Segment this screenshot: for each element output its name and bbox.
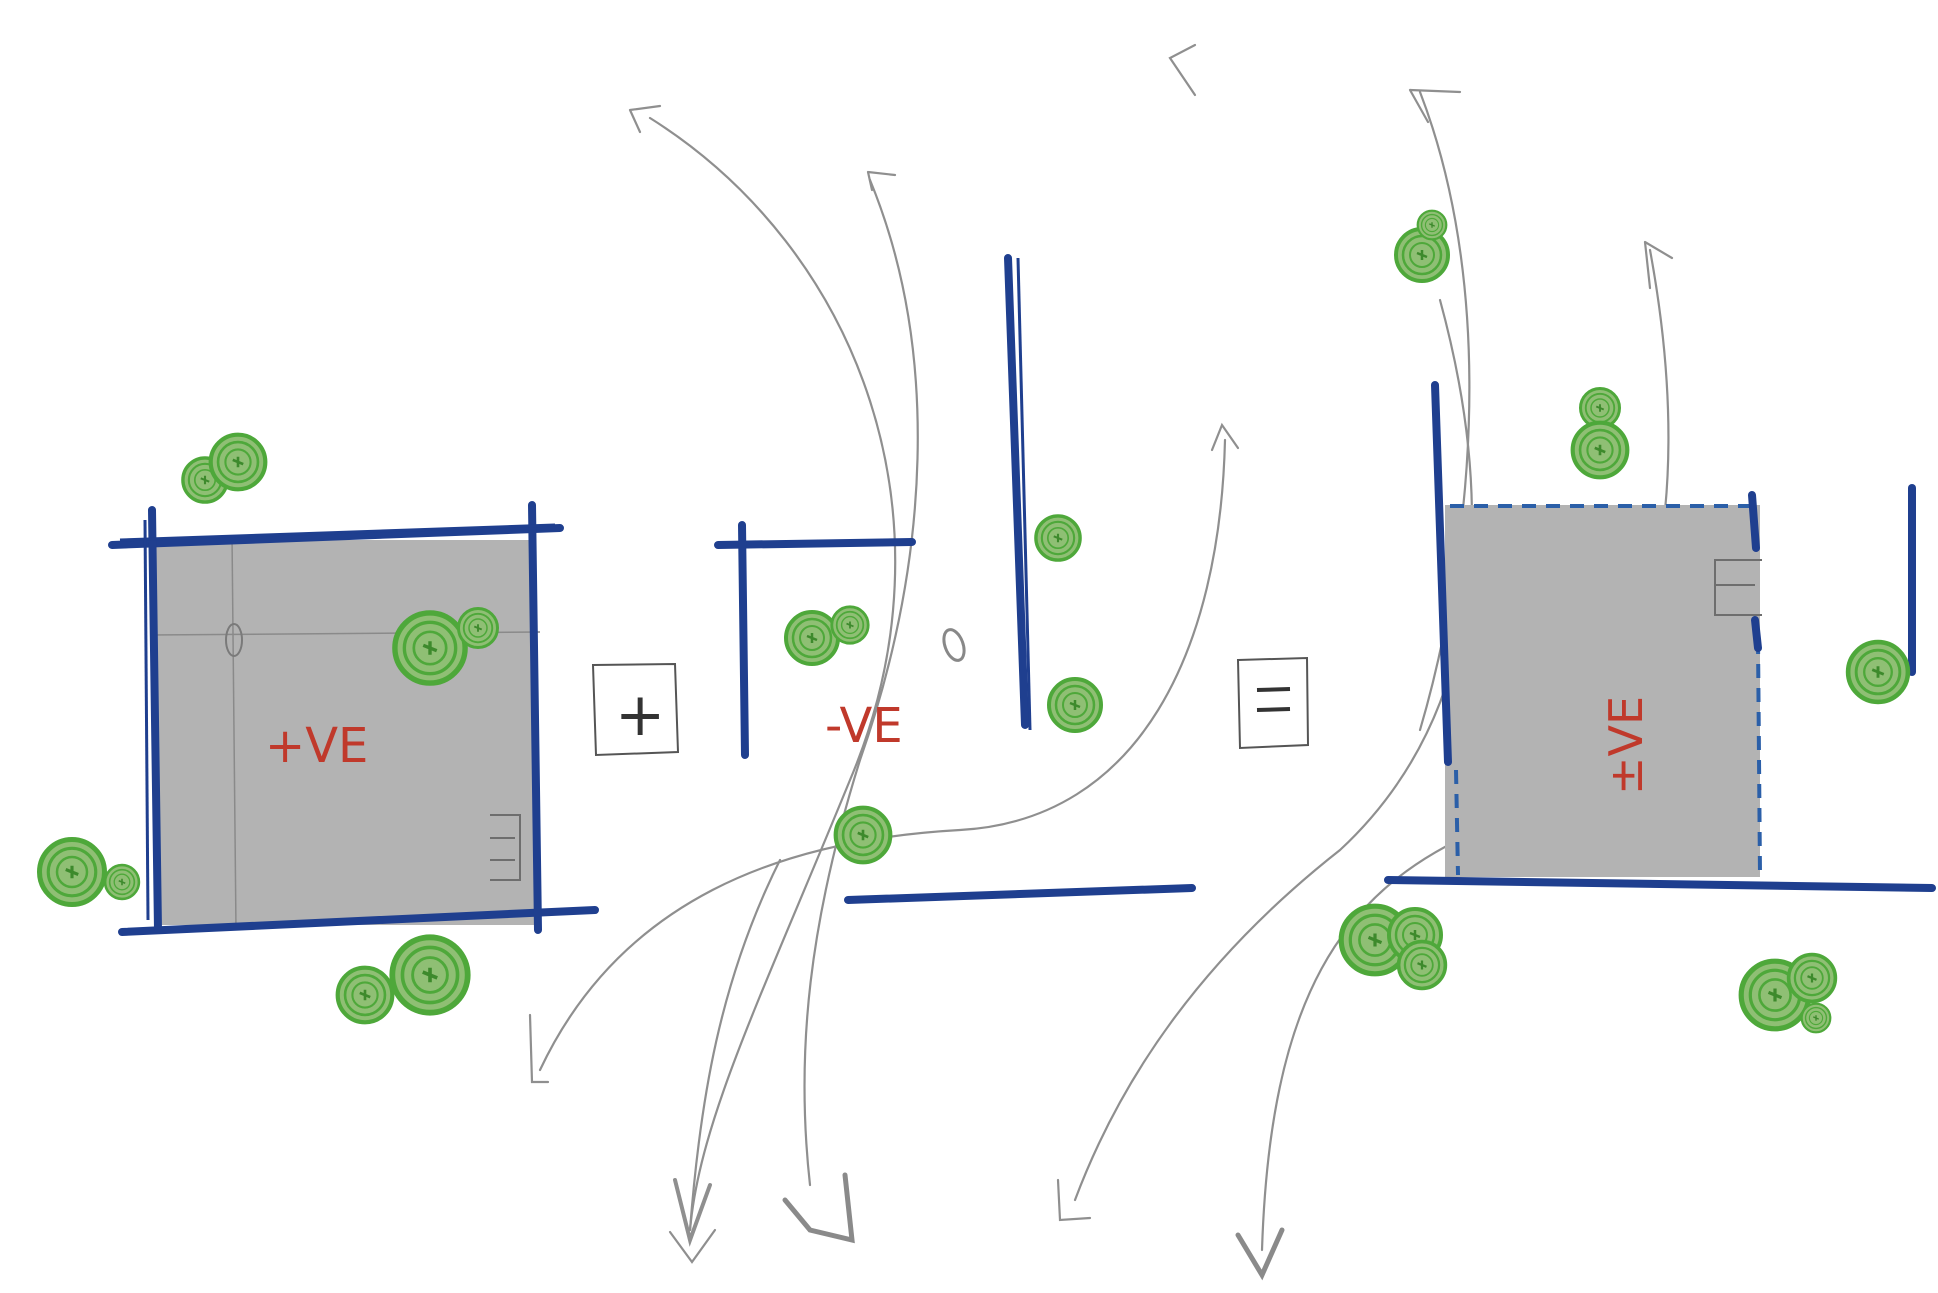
tree-icon	[1396, 939, 1448, 991]
negative-walls	[714, 254, 1196, 904]
tree-icon	[1034, 514, 1082, 562]
tree-icon	[40, 840, 105, 905]
equals-sign	[1256, 687, 1291, 712]
flow-arrow-8-head	[668, 1228, 717, 1264]
wall-tall-vertical	[1004, 254, 1029, 729]
tree-icon	[836, 808, 891, 863]
flow-arrow-7	[1168, 43, 1197, 97]
tree-icon	[1573, 423, 1628, 478]
wall-left	[1431, 381, 1452, 766]
flow-arrow-1-tail	[628, 104, 662, 134]
flow-arrow-1-head	[673, 1178, 712, 1247]
combined-space-fill	[1445, 505, 1760, 877]
flow-arrow-2-head	[782, 1172, 855, 1244]
tree-icon	[457, 607, 499, 649]
flow-arrow-3	[538, 438, 1227, 1072]
flow-arrow-4-tail	[1056, 1178, 1092, 1222]
flow-arrow-1	[648, 116, 897, 1232]
door-icon	[1714, 559, 1762, 616]
flow-arrow-2	[803, 178, 919, 1187]
dashed-boundary-left	[1454, 769, 1460, 876]
wall-bottom	[118, 906, 599, 936]
positive-label: +VE	[265, 718, 368, 774]
door-icon	[490, 814, 521, 881]
flow-arrow-3-tail	[528, 1013, 550, 1084]
tree-icon	[338, 968, 393, 1023]
wall-bottom	[1384, 876, 1936, 892]
tree-icon	[1848, 642, 1908, 702]
wall-long-horizontal	[844, 884, 1196, 904]
plus-operator: +	[591, 662, 680, 757]
tree-icon	[103, 863, 141, 901]
flow-arrow-6	[1418, 90, 1471, 732]
positive-space-panel: +VE	[108, 501, 599, 936]
negative-label: -VE	[825, 698, 903, 754]
positive-space-fill	[155, 540, 535, 925]
centre-line-vertical	[231, 534, 237, 931]
centre-mark	[225, 623, 243, 657]
column-mark	[942, 628, 966, 662]
combined-walls	[1384, 381, 1936, 892]
plus-box	[591, 662, 680, 757]
wall-corner-horizontal	[714, 538, 916, 549]
flow-arrow-6-tail	[1408, 88, 1462, 124]
equals-box	[1236, 656, 1310, 750]
tree-icon	[1786, 952, 1838, 1004]
plus-sign: +	[615, 680, 665, 750]
wall-top	[108, 524, 564, 549]
combined-space-panel: ±VE	[1384, 381, 1936, 892]
dashed-boundary-right	[1756, 639, 1762, 876]
wall-right	[528, 501, 542, 934]
flow-arrow-4	[1073, 298, 1473, 1202]
tree-icon	[392, 937, 467, 1012]
flow-arrow-2-tail	[866, 170, 897, 192]
negative-space-panel: -VE	[714, 254, 1196, 904]
flow-arrow-5-head	[1235, 1227, 1285, 1281]
tree-icon	[1416, 209, 1448, 241]
wall-stub-top	[1748, 491, 1760, 552]
wall-tall-vertical-edge	[1016, 257, 1032, 731]
tree-icon	[1047, 677, 1103, 733]
tree-icon	[395, 613, 465, 683]
tree-icon	[830, 605, 870, 645]
flow-arrow-5-tail	[1643, 240, 1674, 290]
flow-arrow-8	[688, 858, 782, 1232]
tree-icon	[1800, 1002, 1832, 1034]
equals-operator: =	[1236, 656, 1310, 750]
combined-label: ±VE	[1599, 696, 1653, 795]
wall-corner-vertical	[738, 521, 749, 759]
tree-icon	[784, 610, 840, 666]
positive-walls	[108, 501, 599, 936]
tree-icon	[211, 435, 266, 490]
flow-arrow-3-head	[1210, 422, 1240, 452]
wall-stub-mid	[1751, 616, 1762, 652]
wall-left	[148, 506, 162, 934]
